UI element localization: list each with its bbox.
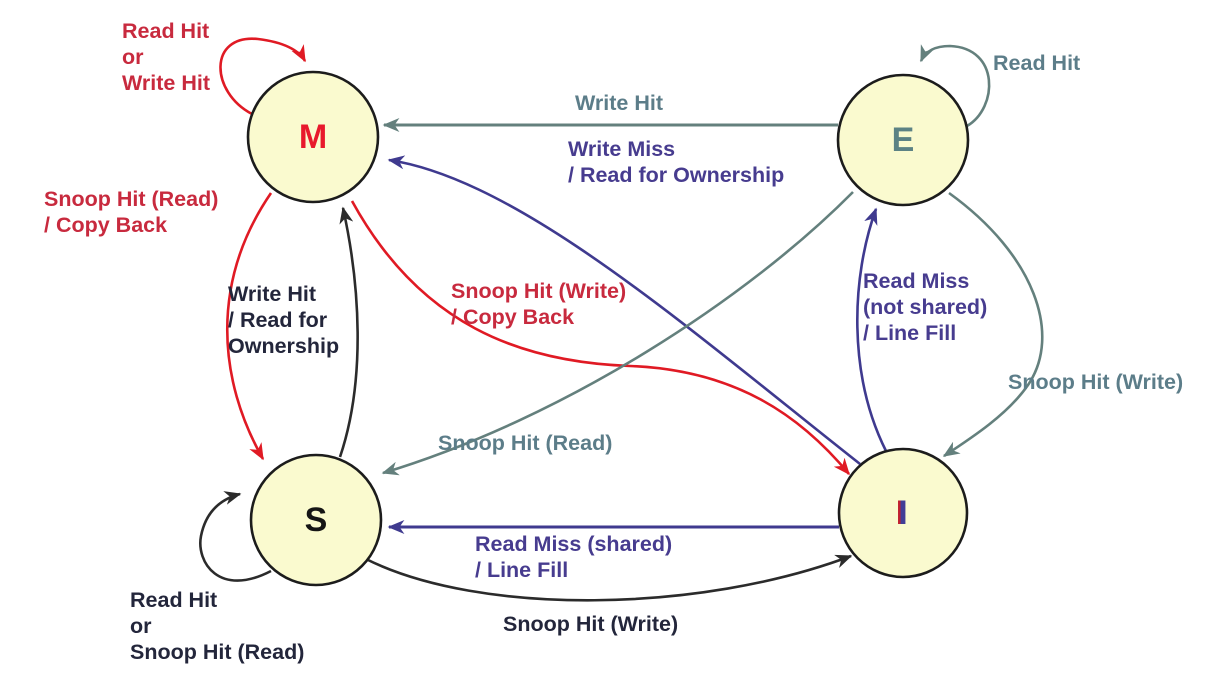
- transition-label-e-m: Write Hit: [575, 90, 663, 116]
- transition-arrows: [199, 37, 1044, 602]
- transition-arrow-i-m: [387, 155, 861, 466]
- state-label-E: E: [891, 121, 915, 159]
- transition-arrow-m-i: [350, 200, 850, 476]
- transition-arrow-m-loop: [219, 37, 307, 116]
- transition-label-i-s: Read Miss (shared)/ Line Fill: [475, 531, 672, 583]
- state-label-I: I: [898, 494, 908, 532]
- state-node-M: [246, 70, 380, 204]
- transition-label-line: (not shared): [863, 295, 988, 319]
- transition-arrow-e-s: [381, 191, 854, 476]
- transition-label-line: / Line Fill: [475, 558, 569, 582]
- transition-label-line: or: [122, 45, 144, 69]
- transition-label-line: / Copy Back: [44, 213, 168, 237]
- transition-label-line: Read Hit: [130, 588, 218, 612]
- transition-label-line: Read Hit: [993, 51, 1081, 75]
- transition-label-line: / Line Fill: [863, 321, 957, 345]
- transition-label-line: Snoop Hit (Write): [1008, 370, 1184, 394]
- transition-label-line: Read Miss (shared): [475, 532, 673, 556]
- transition-label-i-m: Write Miss/ Read for Ownership: [568, 136, 784, 188]
- transition-label-line: Write Hit: [228, 282, 316, 306]
- transition-label-line: Snoop Hit (Read): [130, 640, 305, 664]
- transition-arrow-i-e: [856, 207, 888, 452]
- transition-label-line: / Read for Ownership: [568, 163, 785, 187]
- state-node-I: [837, 447, 969, 579]
- state-nodes: [246, 70, 970, 587]
- transition-arrow-m-s: [225, 192, 273, 461]
- transition-label-e-loop: Read Hit: [993, 50, 1080, 76]
- transition-label-line: / Copy Back: [451, 305, 575, 329]
- transition-label-line: Write Hit: [575, 91, 663, 115]
- transition-label-e-i: Snoop Hit (Write): [1008, 369, 1183, 395]
- transition-label-e-s: Snoop Hit (Read): [438, 430, 612, 456]
- state-node-E: [836, 73, 970, 207]
- transition-label-line: / Read for: [228, 308, 328, 332]
- transition-arrow-e-i: [942, 191, 1044, 458]
- transition-label-line: Read Miss: [863, 269, 970, 293]
- transition-label-line: Snoop Hit (Write): [503, 612, 679, 636]
- transition-label-line: Snoop Hit (Read): [438, 431, 613, 455]
- transition-label-s-i: Snoop Hit (Write): [503, 611, 678, 637]
- transition-label-line: Snoop Hit (Read): [44, 187, 219, 211]
- transition-label-line: Read Hit: [122, 19, 210, 43]
- transition-label-line: Write Hit: [122, 71, 210, 95]
- transition-label-line: Ownership: [228, 334, 340, 358]
- state-label-S: S: [304, 501, 328, 539]
- state-node-S: [249, 453, 383, 587]
- transition-arrow-s-i: [365, 554, 853, 602]
- transition-arrow-e-loop: [919, 44, 991, 128]
- transition-label-line: or: [130, 614, 152, 638]
- transition-label-i-e: Read Miss(not shared)/ Line Fill: [863, 268, 987, 346]
- transition-label-m-s: Snoop Hit (Read)/ Copy Back: [44, 186, 218, 238]
- transition-label-line: Snoop Hit (Write): [451, 279, 627, 303]
- transition-arrow-s-m: [338, 206, 359, 458]
- transition-label-m-i: Snoop Hit (Write)/ Copy Back: [451, 278, 626, 330]
- transition-arrow-s-loop: [199, 491, 272, 582]
- state-label-M: M: [298, 118, 328, 156]
- transition-label-line: Write Miss: [568, 137, 676, 161]
